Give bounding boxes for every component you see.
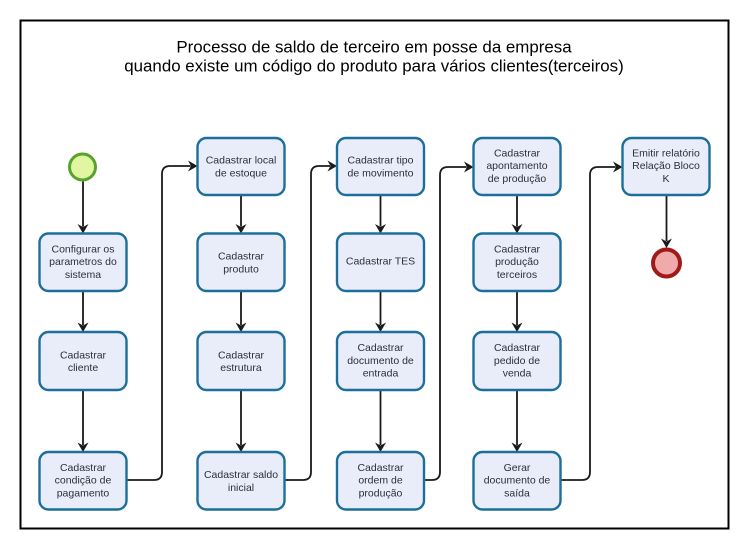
svg-text:inicial: inicial — [228, 482, 254, 494]
svg-text:entrada: entrada — [363, 368, 399, 380]
svg-text:Cadastrar tipo: Cadastrar tipo — [348, 155, 414, 167]
svg-text:terceiros: terceiros — [497, 269, 537, 281]
svg-text:ordem de: ordem de — [358, 475, 403, 487]
svg-text:Configurar os: Configurar os — [51, 243, 114, 255]
svg-text:Cadastrar local: Cadastrar local — [206, 155, 277, 167]
svg-text:de produção: de produção — [488, 173, 547, 185]
svg-text:parametros do: parametros do — [49, 256, 117, 268]
svg-text:cliente: cliente — [68, 362, 99, 374]
svg-text:sistema: sistema — [65, 269, 101, 281]
svg-text:Cadastrar: Cadastrar — [494, 147, 541, 159]
svg-text:Cadastrar: Cadastrar — [60, 462, 107, 474]
svg-text:Gerar: Gerar — [504, 462, 531, 474]
svg-text:Cadastrar: Cadastrar — [357, 342, 404, 354]
svg-text:Cadastrar: Cadastrar — [218, 349, 265, 361]
svg-text:pedido de: pedido de — [494, 355, 540, 367]
svg-text:Cadastrar TES: Cadastrar TES — [346, 256, 415, 268]
svg-text:saída: saída — [504, 487, 530, 499]
svg-text:Cadastrar saldo: Cadastrar saldo — [204, 469, 278, 481]
svg-text:Relação Bloco: Relação Bloco — [632, 160, 700, 172]
svg-text:Processo de saldo de terceiro: Processo de saldo de terceiro em posse d… — [176, 38, 572, 57]
svg-text:de movimento: de movimento — [348, 167, 414, 179]
svg-text:Emitir relatório: Emitir relatório — [632, 147, 700, 159]
svg-text:apontamento: apontamento — [486, 160, 547, 172]
svg-text:Cadastrar: Cadastrar — [357, 462, 404, 474]
svg-text:documento de: documento de — [347, 355, 414, 367]
svg-text:produção: produção — [359, 487, 403, 499]
svg-text:produto: produto — [223, 263, 259, 275]
svg-text:estrutura: estrutura — [220, 362, 262, 374]
svg-text:K: K — [662, 173, 669, 185]
svg-text:pagamento: pagamento — [57, 487, 110, 499]
svg-text:produção: produção — [495, 256, 539, 268]
svg-text:quando existe um código do pro: quando existe um código do produto para … — [124, 57, 624, 76]
svg-text:Cadastrar: Cadastrar — [218, 251, 265, 263]
svg-text:Cadastrar: Cadastrar — [494, 243, 541, 255]
svg-text:venda: venda — [503, 368, 532, 380]
svg-text:Cadastrar: Cadastrar — [494, 342, 541, 354]
svg-text:Cadastrar: Cadastrar — [60, 349, 107, 361]
svg-text:de estoque: de estoque — [215, 167, 267, 179]
svg-text:documento de: documento de — [484, 475, 551, 487]
svg-text:condição de: condição de — [55, 475, 112, 487]
